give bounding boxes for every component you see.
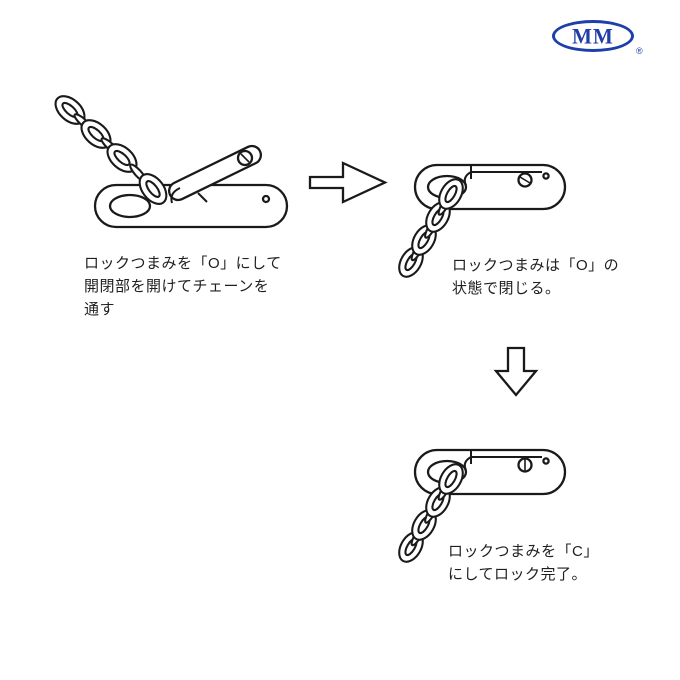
down-arrow-icon — [493, 346, 539, 397]
step2-caption: ロックつまみは「O」の 状態で閉じる。 — [452, 254, 619, 300]
right-arrow-icon — [308, 161, 388, 204]
snap-hook-open-illustration — [54, 95, 289, 229]
mm-logo-oval: MM — [552, 20, 634, 52]
step1-caption-line2: 開閉部を開けてチェーンを — [84, 278, 270, 295]
mm-logo: MM ® — [552, 20, 662, 66]
step2-caption-line1: ロックつまみは「O」の — [452, 257, 620, 274]
step3-caption: ロックつまみを「C」 にしてロック完了。 — [448, 540, 599, 586]
hook-body-closed — [413, 163, 567, 211]
chain-links — [398, 463, 464, 563]
hook-body-locked — [413, 448, 567, 496]
step3-caption-line2: にしてロック完了。 — [448, 566, 588, 583]
lock-knob — [517, 457, 533, 473]
chain-links — [398, 178, 464, 278]
hook-body-open — [93, 144, 289, 229]
lock-knob — [517, 172, 533, 188]
step2-caption-line2: 状態で閉じる。 — [452, 280, 561, 297]
registered-trademark-symbol: ® — [636, 46, 643, 56]
mm-logo-text: MM — [572, 22, 614, 49]
chain-links — [54, 95, 168, 205]
step1-caption-line3: 通す — [84, 301, 116, 318]
snap-hook-locked-illustration — [398, 448, 567, 563]
snap-hook-closed-illustration — [398, 163, 567, 278]
step3-caption-line1: ロックつまみを「C」 — [448, 543, 599, 560]
lock-knob — [236, 149, 254, 167]
step1-caption: ロックつまみを「O」にして 開閉部を開けてチェーンを 通す — [84, 252, 282, 321]
step1-caption-line1: ロックつまみを「O」にして — [84, 255, 282, 272]
